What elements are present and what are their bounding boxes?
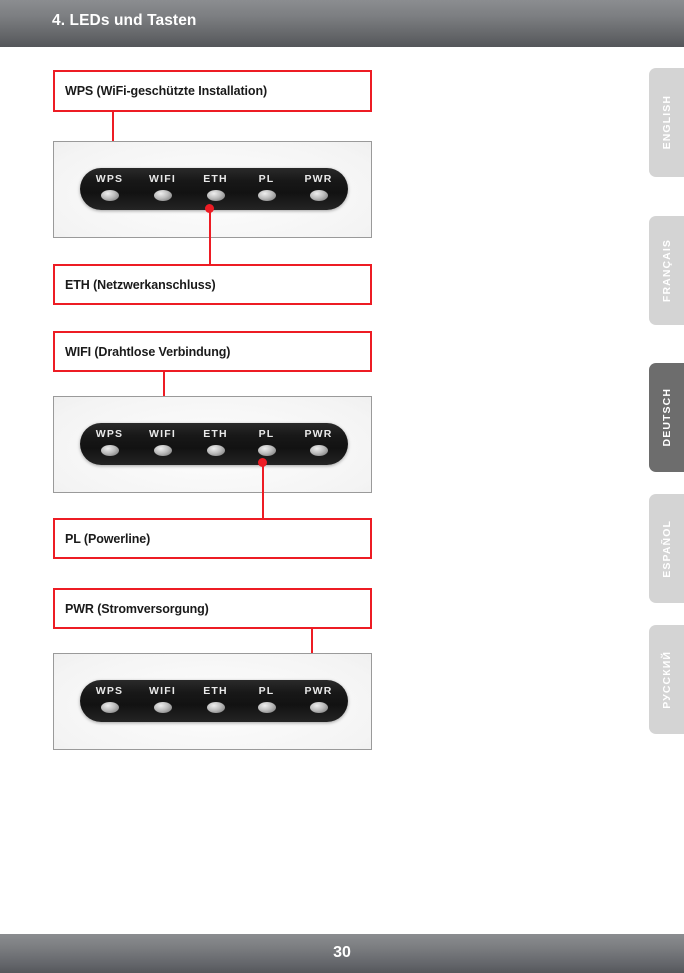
led-label-wifi: WIFI [149, 173, 176, 185]
led-indicator-wifi [153, 702, 172, 713]
sidebar-tab-label-russian: РУССКИЙ [660, 650, 673, 709]
led-indicator-pwr [309, 445, 328, 456]
led-indicator-wifi [153, 190, 172, 201]
led-cell-pwr: PWR [292, 684, 345, 718]
callout-label-wps: WPS (WiFi-geschützte Installation) [65, 84, 268, 98]
led-indicator-pwr [309, 702, 328, 713]
callout-label-wifi: WIFI (Drahtlose Verbindung) [65, 344, 231, 359]
led-cell-wifi: WIFI [136, 684, 189, 718]
led-indicator-pl [257, 702, 276, 713]
led-cell-pl: PL [240, 172, 293, 206]
led-label-eth: ETH [203, 428, 228, 440]
sidebar-tab-espanol[interactable]: ESPAÑOL [649, 494, 684, 603]
sidebar-tab-deutsch[interactable]: DEUTSCH [649, 363, 684, 472]
led-cell-wps: WPS [83, 684, 136, 718]
callout-box-wps: WPS (WiFi-geschützte Installation) [53, 70, 372, 112]
led-label-pl: PL [258, 428, 275, 440]
sidebar-tab-label-deutsch: DEUTSCH [660, 388, 673, 447]
led-label-pwr: PWR [304, 173, 333, 185]
led-indicator-pwr [309, 190, 328, 201]
led-cell-wifi: WIFI [136, 427, 189, 461]
led-label-pwr: PWR [304, 685, 333, 697]
device-photo-3: WPS WIFI ETH PL PWR [53, 653, 372, 750]
leader-line-wps [112, 112, 114, 166]
page-header-bar: 4. LEDs und Tasten [0, 0, 684, 47]
callout-box-pl: PL (Powerline) [53, 518, 372, 559]
led-cell-pl: PL [240, 427, 293, 461]
led-indicator-pl [257, 190, 276, 201]
callout-label-pwr: PWR (Stromversorgung) [65, 601, 209, 616]
led-indicator-wifi [153, 445, 172, 456]
led-cell-wifi: WIFI [136, 172, 189, 206]
led-strip-3: WPS WIFI ETH PL PWR [80, 680, 348, 722]
led-label-pwr: PWR [304, 428, 333, 440]
led-indicator-eth [206, 190, 225, 201]
led-label-pl: PL [258, 685, 275, 697]
callout-box-wifi: WIFI (Drahtlose Verbindung) [53, 331, 372, 372]
led-cell-eth: ETH [189, 427, 242, 461]
led-cell-eth: ETH [189, 172, 242, 206]
led-label-pl: PL [258, 173, 275, 185]
sidebar-tab-russian[interactable]: РУССКИЙ [649, 625, 684, 734]
led-indicator-pl [257, 445, 276, 456]
led-cell-pwr: PWR [292, 427, 345, 461]
led-cell-pl: PL [240, 684, 293, 718]
device-photo-1: WPS WIFI ETH PL PWR [53, 141, 372, 238]
led-label-wifi: WIFI [149, 428, 176, 440]
led-label-wps: WPS [95, 685, 124, 697]
led-label-wifi: WIFI [149, 685, 176, 697]
led-cell-wps: WPS [83, 172, 136, 206]
callout-box-eth: ETH (Netzwerkanschluss) [53, 264, 372, 305]
page-title: 4. LEDs und Tasten [52, 12, 197, 29]
led-indicator-wps [100, 190, 119, 201]
led-strip-2: WPS WIFI ETH PL PWR [80, 423, 348, 465]
led-label-wps: WPS [95, 428, 124, 440]
led-strip-1: WPS WIFI ETH PL PWR [80, 168, 348, 210]
led-label-eth: ETH [203, 173, 228, 185]
led-indicator-wps [100, 702, 119, 713]
callout-box-pwr: PWR (Stromversorgung) [53, 588, 372, 629]
leader-line-pl [262, 462, 264, 519]
page-footer-bar: 30 [0, 934, 684, 973]
sidebar-tab-english[interactable]: ENGLISH [649, 68, 684, 177]
led-label-wps: WPS [95, 173, 124, 185]
led-label-eth: ETH [203, 685, 228, 697]
callout-label-eth: ETH (Netzwerkanschluss) [65, 277, 216, 292]
led-cell-pwr: PWR [292, 172, 345, 206]
leader-line-eth [209, 208, 211, 265]
sidebar-tab-label-francais: FRANÇAIS [660, 238, 673, 303]
device-photo-2: WPS WIFI ETH PL PWR [53, 396, 372, 493]
sidebar-tab-francais[interactable]: FRANÇAIS [649, 216, 684, 325]
led-cell-wps: WPS [83, 427, 136, 461]
callout-label-pl: PL (Powerline) [65, 531, 151, 546]
led-indicator-wps [100, 445, 119, 456]
led-indicator-eth [206, 702, 225, 713]
sidebar-tab-label-english: ENGLISH [660, 95, 673, 150]
page-number: 30 [333, 944, 351, 961]
sidebar-tab-label-espanol: ESPAÑOL [660, 519, 673, 578]
led-indicator-eth [206, 445, 225, 456]
led-cell-eth: ETH [189, 684, 242, 718]
